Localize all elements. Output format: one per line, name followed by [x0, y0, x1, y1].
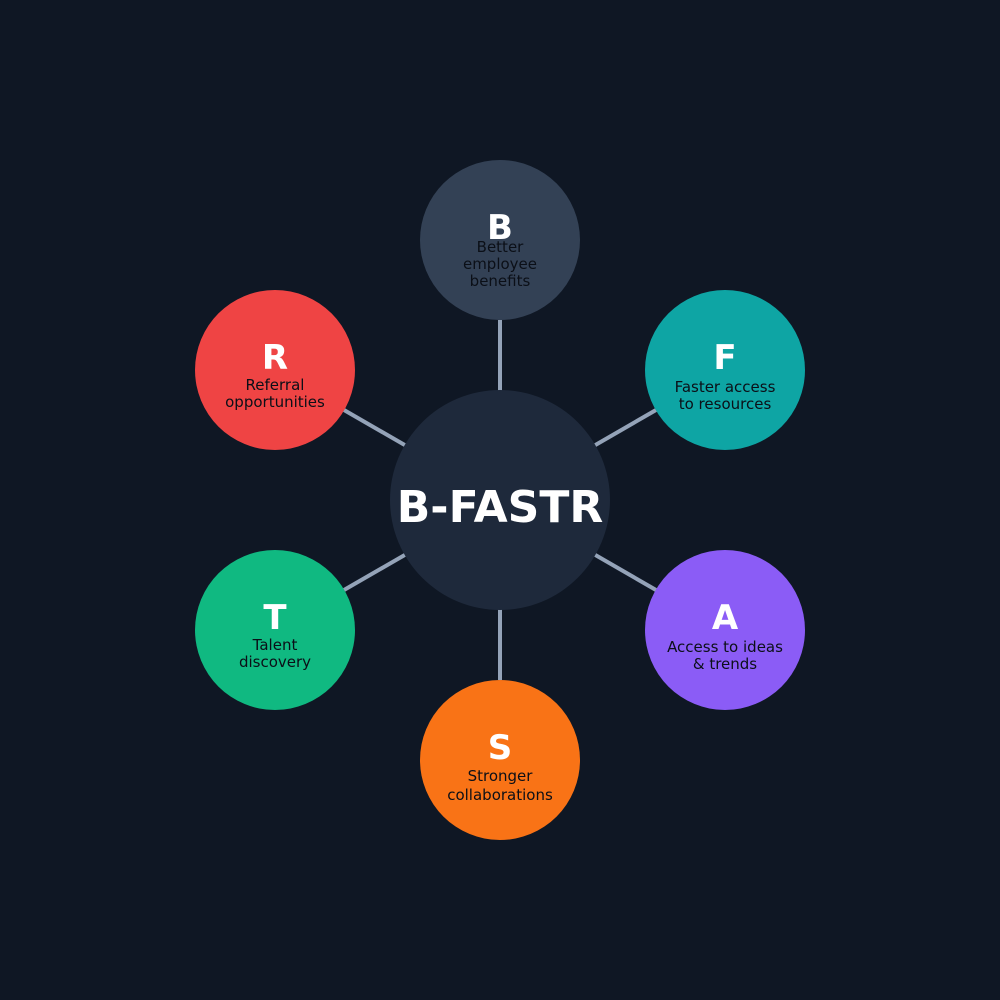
node-a-caption: Access to ideas & trends: [640, 639, 810, 673]
node-b-circle: [420, 160, 580, 320]
node-t-circle: [195, 550, 355, 710]
node-f-circle: [645, 290, 805, 450]
node-t-letter: T: [263, 598, 287, 638]
node-b-caption: Better employee benefits: [415, 239, 585, 290]
node-a-letter: A: [711, 598, 739, 638]
node-b-line-3: benefits: [469, 272, 531, 290]
node-b-line-2: employee: [462, 255, 538, 273]
node-r-circle: [195, 290, 355, 450]
node-f-line-2: to resources: [678, 395, 772, 413]
node-s-line-2: collaborations: [447, 786, 553, 804]
node-a-line-1: Access to ideas: [667, 638, 783, 656]
node-s-line-1: Stronger: [467, 767, 533, 785]
hub-title: B-FASTR: [396, 482, 604, 533]
node-f-line-1: Faster access: [674, 378, 776, 396]
node-r-caption: Referral opportunities: [190, 377, 360, 411]
node-b-letter: B: [487, 208, 513, 248]
node-a-circle: [645, 550, 805, 710]
node-t-line-1: Talent: [252, 636, 298, 654]
node-s-letter: S: [487, 728, 513, 768]
node-f-caption: Faster access to resources: [640, 379, 810, 413]
node-r-letter: R: [261, 338, 289, 378]
node-s-caption: Stronger collaborations: [415, 767, 585, 805]
node-f-letter: F: [713, 338, 737, 378]
node-a-line-2: & trends: [692, 655, 758, 673]
node-t-line-2: discovery: [238, 653, 312, 671]
node-b-line-1: Better: [476, 238, 524, 256]
node-t-caption: Talent discovery: [190, 637, 360, 671]
node-r-line-1: Referral: [245, 376, 305, 394]
hub-circle: [390, 390, 610, 610]
node-r-line-2: opportunities: [225, 393, 325, 411]
node-s-circle: [420, 680, 580, 840]
